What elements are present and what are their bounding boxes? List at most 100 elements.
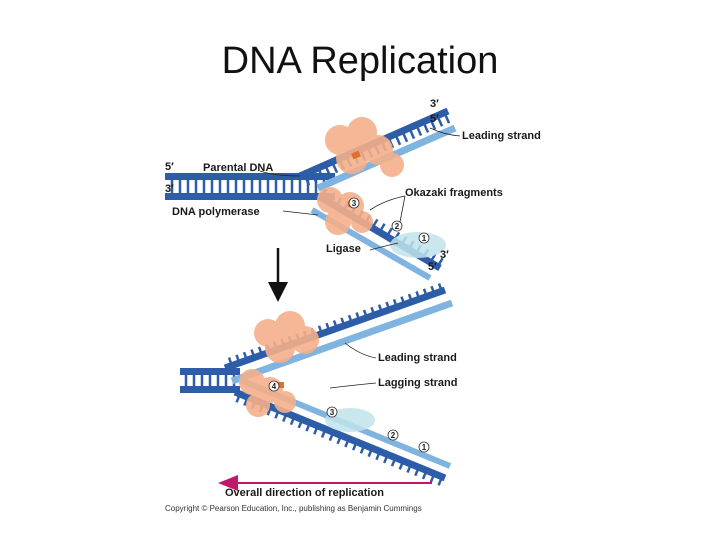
base-pair-rung bbox=[422, 288, 429, 298]
base-pair-rung bbox=[367, 447, 374, 458]
base-pair-rung bbox=[320, 428, 327, 438]
base-pair-rung bbox=[325, 322, 331, 333]
dna-polymerase-bottom bbox=[239, 311, 319, 417]
base-pair-rung bbox=[317, 169, 325, 180]
svg-text:Overall direction of replicati: Overall direction of replication bbox=[225, 487, 384, 499]
callout-leading-strand-top: Leading strand bbox=[429, 127, 541, 142]
base-pair-rung bbox=[243, 396, 249, 406]
svg-text:Leading strand: Leading strand bbox=[378, 352, 457, 364]
base-pair-rung bbox=[421, 470, 428, 480]
base-pair-rung bbox=[250, 349, 256, 359]
base-pair-rung bbox=[406, 463, 413, 474]
callout-leading-strand-bottom: Leading strand bbox=[344, 342, 457, 364]
parental-duplex-bottom bbox=[180, 368, 240, 393]
end-label-5prime-top: 5′ bbox=[430, 113, 439, 125]
base-pair-rung bbox=[429, 119, 437, 130]
fragment-number-2-top: 2 bbox=[391, 220, 403, 232]
base-pair-rung bbox=[305, 422, 312, 432]
base-pair-rung bbox=[347, 314, 354, 325]
base-pair-rung bbox=[429, 473, 436, 483]
base-pair-rung bbox=[370, 306, 376, 317]
slide-title: DNA Replication bbox=[221, 40, 499, 82]
fragment-number-2-bottom: 2 bbox=[387, 429, 399, 441]
end-label-3prime-lower: 3′ bbox=[440, 249, 449, 261]
svg-text:Okazaki fragments: Okazaki fragments bbox=[405, 187, 503, 199]
svg-text:Ligase: Ligase bbox=[326, 243, 361, 255]
svg-text:1: 1 bbox=[422, 234, 427, 243]
base-pair-rung bbox=[289, 415, 296, 426]
base-pair-rung bbox=[317, 325, 324, 335]
base-pair-rung bbox=[415, 125, 423, 137]
copyright-text: Copyright © Pearson Education, Inc., pub… bbox=[165, 504, 422, 513]
base-pair-rung bbox=[340, 317, 346, 327]
ligase-bottom bbox=[325, 408, 375, 432]
base-pair-rung bbox=[392, 298, 399, 309]
base-pair-rung bbox=[344, 438, 350, 448]
base-pair-rung bbox=[297, 419, 304, 429]
base-pair-rung bbox=[375, 450, 382, 461]
base-pair-rung bbox=[266, 406, 273, 416]
end-label-3prime-top: 3′ bbox=[430, 98, 439, 110]
fragment-number-3-bottom: 3 bbox=[326, 406, 338, 418]
callout-okazaki-fragments: Okazaki fragments bbox=[369, 187, 503, 223]
base-pair-rung bbox=[235, 393, 242, 403]
svg-text:3: 3 bbox=[330, 408, 335, 417]
base-pair-rung bbox=[313, 425, 319, 435]
base-pair-rung bbox=[331, 163, 339, 174]
base-pair-rung bbox=[383, 454, 389, 464]
base-pair-rung bbox=[324, 166, 332, 177]
base-pair-rung bbox=[386, 227, 393, 237]
base-pair-rung bbox=[303, 175, 311, 186]
base-pair-rung bbox=[359, 444, 366, 454]
base-pair-rung bbox=[362, 309, 369, 319]
callout-parental-dna: Parental DNA bbox=[203, 162, 301, 177]
svg-text:DNA polymerase: DNA polymerase bbox=[172, 206, 260, 218]
base-pair-rung bbox=[336, 435, 343, 445]
fragment-number-1-top: 1 bbox=[418, 232, 430, 244]
primer-top-leading bbox=[351, 150, 361, 160]
base-pair-rung bbox=[377, 304, 384, 314]
base-pair-rung bbox=[371, 218, 379, 228]
svg-text:2: 2 bbox=[395, 222, 400, 231]
end-label-5prime-lower: 5′ bbox=[428, 261, 437, 273]
svg-text:Lagging strand: Lagging strand bbox=[378, 377, 457, 389]
primer-bottom bbox=[275, 382, 284, 388]
bottom-replication-fork: 4 3 2 1 Leading strand Lagging strand bbox=[180, 283, 457, 486]
callout-dna-polymerase: DNA polymerase bbox=[172, 206, 319, 218]
end-label-3prime-left: 3′ bbox=[165, 183, 174, 195]
callout-lagging-strand: Lagging strand bbox=[329, 377, 457, 389]
svg-text:3: 3 bbox=[352, 199, 357, 208]
ligase-top bbox=[390, 232, 446, 258]
base-pair-rung bbox=[235, 354, 241, 364]
base-pair-rung bbox=[436, 116, 444, 127]
base-pair-rung bbox=[422, 122, 430, 133]
svg-text:Leading strand: Leading strand bbox=[462, 130, 541, 142]
end-label-5prime-left: 5′ bbox=[165, 161, 174, 173]
base-pair-rung bbox=[408, 128, 416, 140]
base-pair-rung bbox=[227, 357, 234, 367]
svg-text:4: 4 bbox=[272, 382, 277, 391]
base-pair-rung bbox=[437, 476, 444, 486]
base-pair-rung bbox=[407, 293, 414, 303]
fragment-number-3-top: 3 bbox=[348, 197, 360, 209]
base-pair-rung bbox=[282, 412, 288, 422]
base-pair-rung bbox=[437, 283, 444, 293]
base-pair-rung bbox=[351, 441, 358, 451]
fragment-number-4-bottom: 4 bbox=[268, 380, 280, 392]
base-pair-rung bbox=[310, 172, 318, 183]
base-pair-rung bbox=[257, 346, 264, 356]
base-pair-rung bbox=[430, 285, 436, 296]
svg-text:1: 1 bbox=[422, 443, 427, 452]
base-pair-rung bbox=[400, 296, 406, 306]
base-pair-rung bbox=[355, 312, 361, 322]
base-pair-rung bbox=[401, 132, 409, 143]
base-pair-rung bbox=[394, 135, 402, 146]
svg-text:2: 2 bbox=[391, 431, 396, 440]
base-pair-rung bbox=[414, 466, 420, 477]
base-pair-rung bbox=[443, 113, 451, 124]
base-pair-rung bbox=[328, 431, 335, 442]
top-replication-fork: 3 2 1 3′ 5′ 5′ 3′ 3′ 5′ Leading strand bbox=[165, 98, 541, 281]
dna-polymerase-top bbox=[317, 117, 404, 235]
